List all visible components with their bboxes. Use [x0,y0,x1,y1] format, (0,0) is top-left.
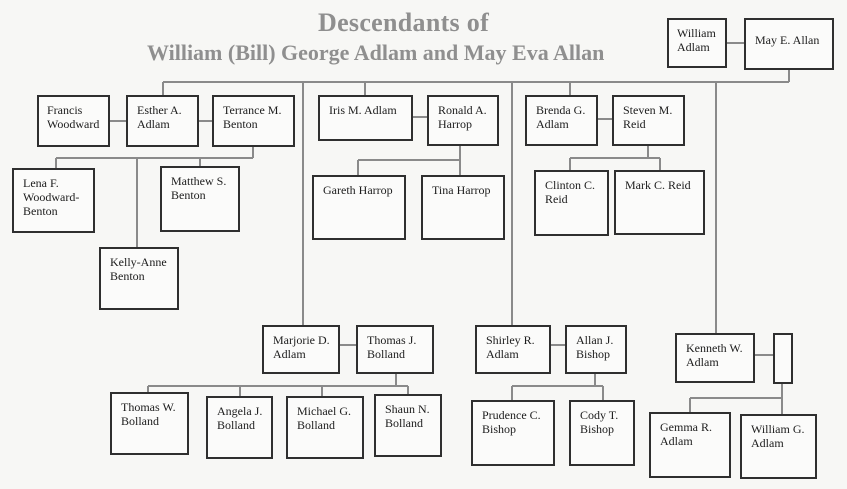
person-name: May E. Allan [755,33,820,47]
person-box-mark-reid: Mark C. Reid [614,170,705,235]
person-box-esther-adlam: Esther A. Adlam [126,95,199,147]
person-name: Gemma R. Adlam [660,420,712,448]
person-name: Lena F. Woodward- Benton [23,176,80,218]
person-box-angela-bolland: Angela J. Bolland [206,396,273,459]
person-box-william-adlam: William Adlam [667,18,727,68]
person-box-shirley-adlam: Shirley R. Adlam [475,325,551,374]
person-box-thomas-w-bolland: Thomas W. Bolland [110,392,189,455]
person-name: Matthew S. Benton [171,174,227,202]
diagram-subtitle: William (Bill) George Adlam and May Eva … [147,40,605,65]
diagram-title: Descendants of [318,8,490,37]
person-name: Shirley R. Adlam [486,333,535,361]
person-name: Clinton C. Reid [545,178,596,206]
person-name: Allan J. Bishop [576,333,614,361]
person-box-may-allan: May E. Allan [744,18,834,70]
person-name: Steven M. Reid [623,103,673,131]
person-box-kelly-anne-benton: Kelly-Anne Benton [99,247,179,310]
person-box-allan-bishop: Allan J. Bishop [565,325,627,374]
person-box-thomas-j-bolland: Thomas J. Bolland [356,325,434,374]
person-name: Kenneth W. Adlam [686,341,743,369]
person-name: Michael G. Bolland [297,404,351,432]
person-name: William Adlam [677,26,716,54]
person-box-tina-harrop: Tina Harrop [421,175,505,240]
person-box-michael-bolland: Michael G. Bolland [286,396,364,459]
person-box-shaun-bolland: Shaun N. Bolland [374,394,442,457]
person-name: Shaun N. Bolland [385,402,430,430]
person-box-clinton-reid: Clinton C. Reid [534,170,609,236]
person-name: Angela J. Bolland [217,404,263,432]
person-box-iris-adlam: Iris M. Adlam [318,95,413,141]
person-name: Cody T. Bishop [580,408,619,436]
person-box-terrance-benton: Terrance M. Benton [212,95,295,147]
person-box-matthew-benton: Matthew S. Benton [160,166,240,232]
person-name: Terrance M. Benton [223,103,282,131]
person-name: Ronald A. Harrop [438,103,487,131]
person-name: Kelly-Anne Benton [110,255,167,283]
person-box-cody-bishop: Cody T. Bishop [569,400,635,466]
person-name: Iris M. Adlam [329,103,397,117]
person-box-gemma-adlam: Gemma R. Adlam [649,412,731,478]
person-name: Esther A. Adlam [137,103,182,131]
person-name: Marjorie D. Adlam [273,333,330,361]
person-name: Mark C. Reid [625,178,691,192]
person-box-william-g-adlam: William G. Adlam [740,414,817,479]
person-name: Thomas J. Bolland [367,333,417,361]
person-box-ronald-harrop: Ronald A. Harrop [427,95,499,146]
person-name: Francis Woodward [47,103,100,131]
person-name: Brenda G. Adlam [536,103,586,131]
person-name: Prudence C. Bishop [482,408,541,436]
person-box-brenda-adlam: Brenda G. Adlam [525,95,598,146]
person-name: Gareth Harrop [323,183,393,197]
person-box-lena-woodward-benton: Lena F. Woodward- Benton [12,168,95,233]
person-box-prudence-bishop: Prudence C. Bishop [471,400,555,466]
person-box-unnamed-spouse [773,333,793,384]
person-box-francis-woodward: Francis Woodward [37,95,110,147]
person-name: Tina Harrop [432,183,491,197]
person-box-steven-reid: Steven M. Reid [612,95,685,146]
person-name: William G. Adlam [751,422,805,450]
person-box-kenneth-adlam: Kenneth W. Adlam [675,333,755,383]
person-box-marjorie-adlam: Marjorie D. Adlam [262,325,340,374]
person-name: Thomas W. Bolland [121,400,176,428]
person-box-gareth-harrop: Gareth Harrop [312,175,406,240]
